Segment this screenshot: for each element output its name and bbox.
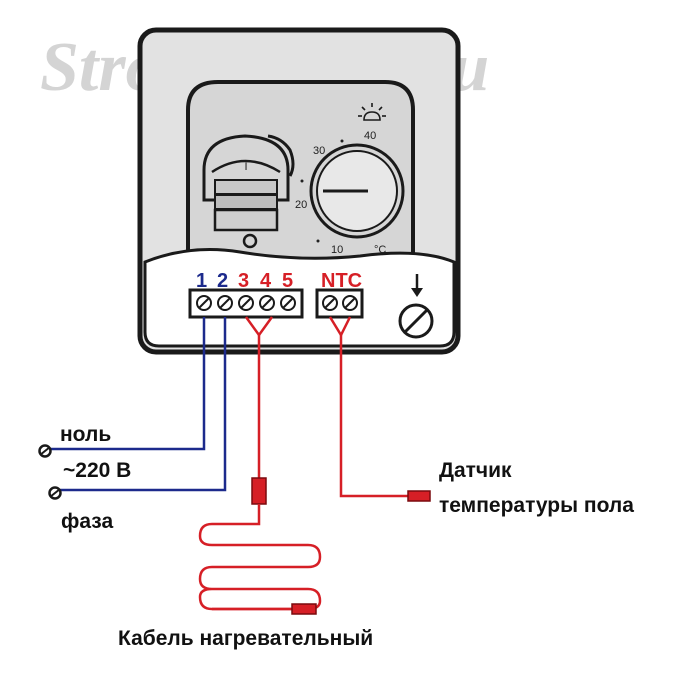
voltage-label: ~220 В [63,459,131,482]
neutral-label: ноль [60,423,111,446]
terminal-2-label: 2 [217,270,228,292]
phase-wire [56,317,227,492]
power-switch[interactable]: I [202,134,295,232]
switch-on-mark: I [244,161,247,173]
terminal-4-label: 4 [260,270,272,292]
screw-icon[interactable] [398,303,434,339]
heating-cable [198,316,322,615]
dial-label-20: 20 [295,199,307,211]
dial-label-10: 10 [331,244,343,256]
thermostat: I 40 30 20 10 °C [137,27,461,355]
terminal-5-label: 5 [282,270,293,292]
terminal-ntc-label: NTC [321,270,362,292]
terminal-block-main [188,288,304,319]
terminal-1-label: 1 [196,270,207,292]
terminal-3-label: 3 [238,270,249,292]
dial-label-30: 30 [313,145,325,157]
sensor-label-line1: Датчик [439,459,512,482]
cable-coupling [251,477,267,505]
sensor-probe [407,490,431,502]
dial-label-40: 40 [364,130,376,142]
floor-sensor-wire [328,316,431,502]
down-arrow-icon [411,274,423,297]
switch-off-indicator [242,233,258,249]
phase-label: фаза [61,510,113,533]
sensor-label-line2: температуры пола [439,494,634,517]
heating-cable-label: Кабель нагревательный [118,627,373,650]
dial-unit: °C [374,244,386,256]
neutral-wire [46,317,206,451]
cable-end-cap [291,603,317,615]
temperature-dial[interactable] [309,143,405,239]
terminal-block-ntc [315,288,364,319]
sun-icon [358,103,386,121]
